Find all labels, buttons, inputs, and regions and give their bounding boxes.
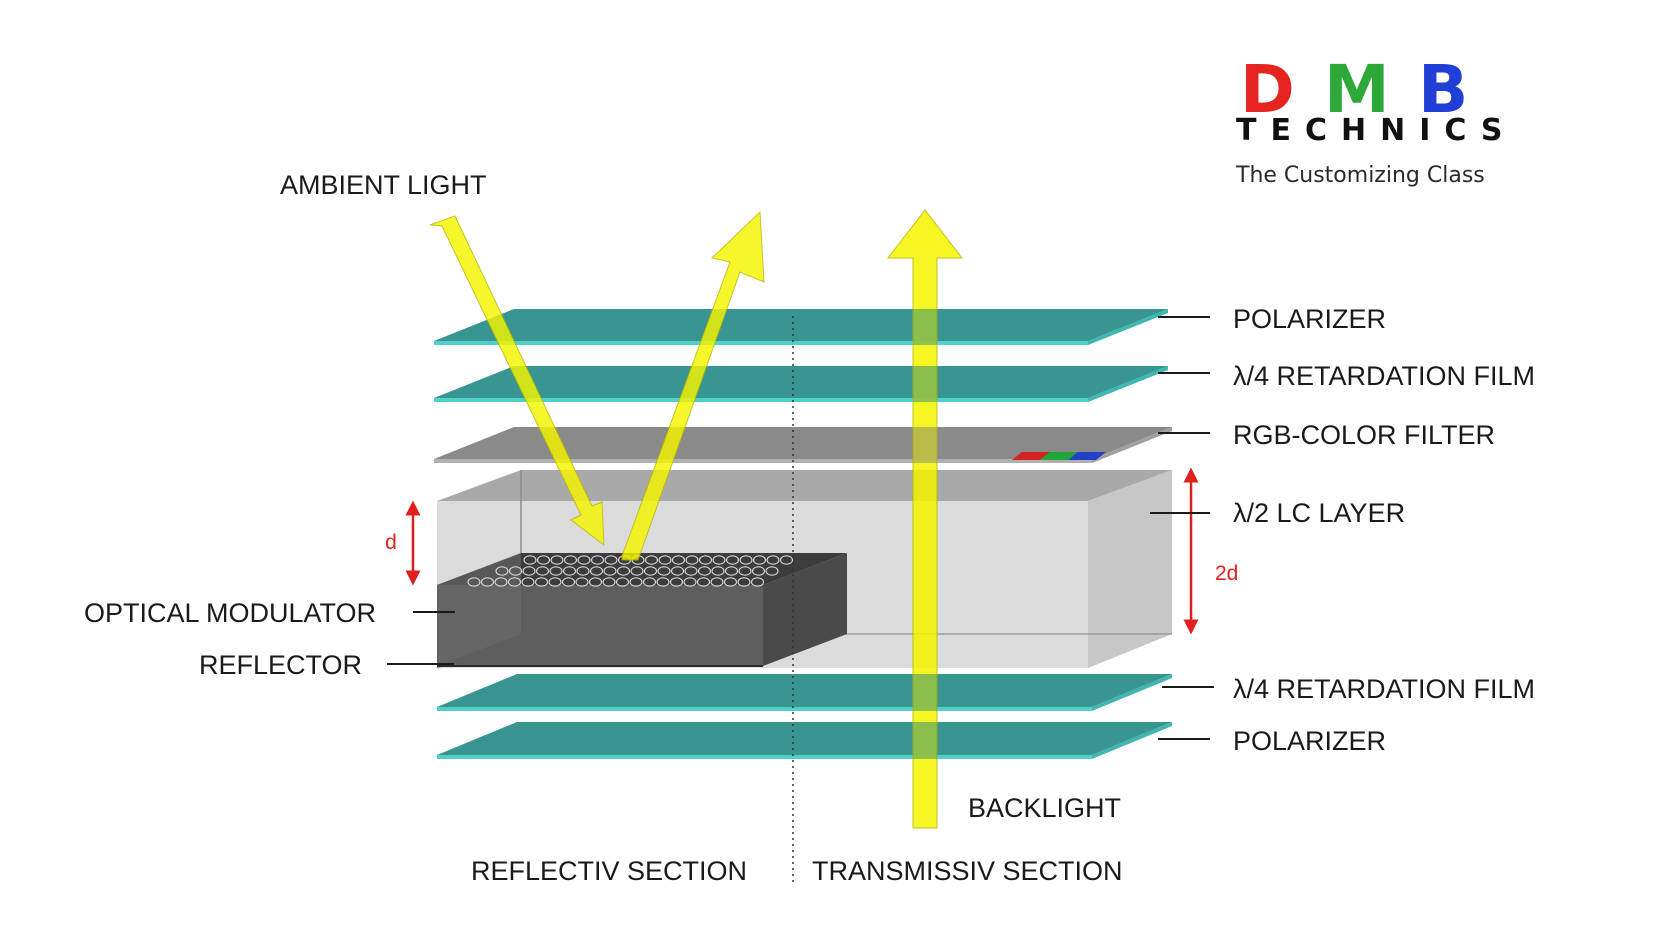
logo-letter-m: M bbox=[1324, 51, 1392, 128]
backlight-arrow bbox=[886, 209, 964, 829]
modulator-sphere bbox=[725, 555, 740, 565]
modulator-sphere bbox=[615, 577, 630, 587]
label-top-polarizer: POLARIZER bbox=[1233, 304, 1386, 334]
label-optical-modulator: OPTICAL MODULATOR bbox=[84, 598, 376, 628]
modulator-sphere bbox=[494, 577, 508, 587]
label-top-retardation: λ/4 RETARDATION FILM bbox=[1233, 361, 1535, 391]
modulator-sphere bbox=[577, 555, 591, 565]
modulator-sphere bbox=[589, 566, 604, 576]
modulator-sphere bbox=[590, 555, 605, 565]
modulator-sphere bbox=[752, 555, 767, 565]
modulator-sphere bbox=[712, 555, 726, 565]
label-transmissive-section: TRANSMISSIV SECTION bbox=[812, 856, 1123, 886]
reflected-light-arrow bbox=[621, 210, 765, 561]
modulator-sphere bbox=[549, 566, 563, 576]
modulator-sphere bbox=[710, 577, 724, 587]
modulator-sphere bbox=[656, 577, 670, 587]
modulator-sphere bbox=[657, 566, 671, 576]
bottom-polarizer-film bbox=[437, 722, 1172, 759]
modulator-sphere bbox=[670, 566, 685, 576]
modulator-sphere bbox=[738, 566, 752, 576]
dmb-logo: D M B TECHNICS The Customizing Class bbox=[1235, 51, 1517, 188]
modulator-sphere bbox=[467, 577, 481, 587]
modulator-sphere bbox=[765, 566, 779, 576]
modulator-sphere bbox=[698, 555, 713, 565]
modulator-sphere bbox=[576, 566, 590, 576]
label-lc-layer: λ/2 LC LAYER bbox=[1233, 498, 1405, 528]
modulator-sphere bbox=[521, 577, 535, 587]
modulator-sphere bbox=[642, 577, 657, 587]
modulator-sphere bbox=[588, 577, 603, 587]
modulator-sphere bbox=[739, 555, 753, 565]
modulator-sphere bbox=[604, 555, 618, 565]
label-bottom-retardation: λ/4 RETARDATION FILM bbox=[1233, 674, 1535, 704]
green-filter-cell bbox=[1040, 452, 1078, 460]
label-color-filter: RGB-COLOR FILTER bbox=[1233, 420, 1495, 450]
modulator-sphere bbox=[495, 566, 509, 576]
bottom-retardation-film bbox=[437, 674, 1172, 711]
modulator-sphere bbox=[629, 577, 643, 587]
modulator-sphere bbox=[671, 555, 686, 565]
modulator-sphere bbox=[658, 555, 672, 565]
modulator-sphere bbox=[683, 577, 697, 587]
logo-tagline: The Customizing Class bbox=[1235, 163, 1485, 188]
modulator-sphere bbox=[766, 555, 780, 565]
label-backlight: BACKLIGHT bbox=[968, 793, 1121, 823]
modulator-sphere bbox=[602, 577, 616, 587]
label-bottom-polarizer: POLARIZER bbox=[1233, 726, 1386, 756]
modulator-sphere bbox=[523, 555, 537, 565]
modulator-sphere bbox=[534, 577, 549, 587]
logo-letter-d: D bbox=[1240, 51, 1297, 128]
logo-subtitle: TECHNICS bbox=[1236, 113, 1517, 148]
modulator-sphere bbox=[548, 577, 562, 587]
modulator-sphere bbox=[643, 566, 658, 576]
rgb-color-filter bbox=[434, 427, 1172, 463]
modulator-sphere bbox=[550, 555, 564, 565]
modulator-sphere bbox=[562, 566, 577, 576]
light-film-overlaps bbox=[913, 309, 937, 759]
modulator-sphere bbox=[723, 577, 738, 587]
logo-letter-b: B bbox=[1418, 51, 1470, 128]
modulator-sphere bbox=[480, 577, 495, 587]
label-reflector: REFLECTOR bbox=[199, 650, 362, 680]
modulator-sphere bbox=[711, 566, 725, 576]
modulator-sphere bbox=[536, 555, 551, 565]
blue-filter-cell bbox=[1068, 452, 1106, 460]
modulator-sphere bbox=[561, 577, 576, 587]
modulator-sphere bbox=[750, 577, 765, 587]
modulator-sphere bbox=[616, 566, 631, 576]
modulator-sphere bbox=[751, 566, 766, 576]
ambient-light-incoming-arrow bbox=[429, 215, 605, 547]
modulator-sphere bbox=[669, 577, 684, 587]
red-filter-cell bbox=[1012, 452, 1050, 460]
modulator-sphere bbox=[563, 555, 578, 565]
modulator-sphere bbox=[603, 566, 617, 576]
modulator-sphere bbox=[535, 566, 550, 576]
modulator-sphere bbox=[644, 555, 659, 565]
label-ambient-light: AMBIENT LIGHT bbox=[280, 170, 487, 200]
cell-gap-2d-label: 2d bbox=[1215, 562, 1238, 585]
cell-gap-d-label: d bbox=[385, 531, 397, 554]
modulator-sphere bbox=[737, 577, 751, 587]
label-reflective-section: REFLECTIV SECTION bbox=[471, 856, 747, 886]
modulator-sphere bbox=[507, 577, 522, 587]
modulator-sphere bbox=[697, 566, 712, 576]
top-retardation-film bbox=[434, 366, 1168, 402]
modulator-sphere bbox=[684, 566, 698, 576]
modulator-sphere bbox=[685, 555, 699, 565]
modulator-sphere bbox=[779, 555, 794, 565]
modulator-sphere bbox=[575, 577, 589, 587]
optical-modulator-block bbox=[437, 553, 847, 667]
modulator-sphere bbox=[630, 566, 644, 576]
modulator-sphere bbox=[696, 577, 711, 587]
modulator-sphere bbox=[522, 566, 536, 576]
top-polarizer-film bbox=[434, 309, 1168, 345]
modulator-sphere bbox=[724, 566, 739, 576]
modulator-sphere bbox=[508, 566, 523, 576]
